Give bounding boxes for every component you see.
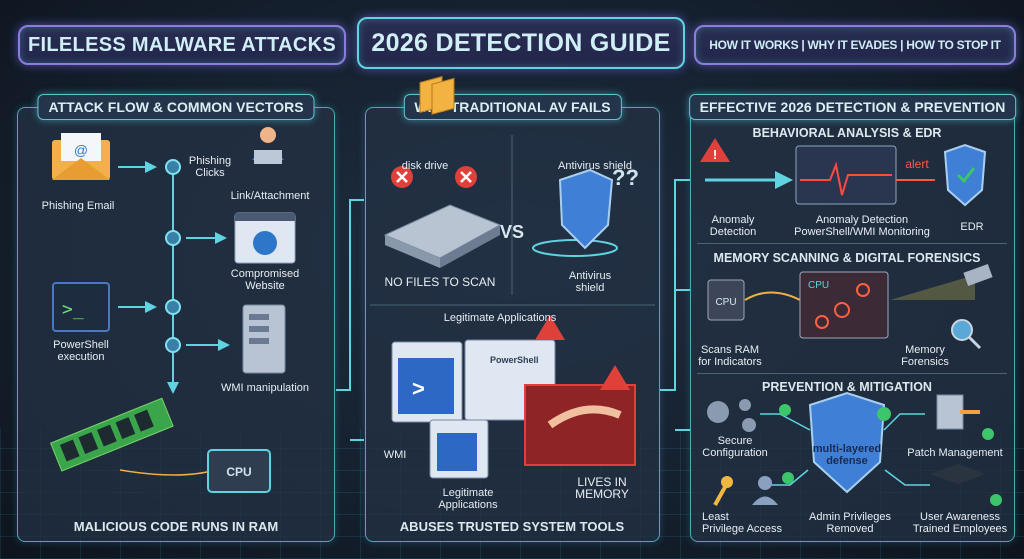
monitoring-label: Anomaly Detection PowerShell/WMI Monitor… <box>794 214 930 238</box>
antivirus-shield-bottom-label: Antivirus shield <box>568 270 612 294</box>
user-lock-icon <box>752 476 778 505</box>
key-icon <box>713 476 733 506</box>
browser-globe-icon <box>234 212 296 264</box>
link-attachment-label: Link/Attachment <box>230 190 310 202</box>
av-fails-caption: ABUSES TRUSTED SYSTEM TOOLS <box>399 519 625 534</box>
powershell-window-icon: > <box>391 341 463 423</box>
infected-screen-icon <box>799 271 889 339</box>
cpu-chip-icon <box>207 449 271 493</box>
magnifier-icon <box>951 319 982 350</box>
defense-shield-icon <box>808 391 886 494</box>
powershell-execution-label: PowerShell execution <box>53 339 109 363</box>
attack-flow-title: ATTACK FLOW & COMMON VECTORS <box>37 94 315 120</box>
detection-title: EFFECTIVE 2026 DETECTION & PREVENTION <box>688 94 1017 120</box>
least-privilege-label: Least Privilege Access <box>701 511 783 535</box>
scans-ram-label: Scans RAM for Indicators <box>698 344 762 368</box>
cpu-left-label: CPU <box>715 297 736 308</box>
svg-text:??: ?? <box>612 165 639 190</box>
phishing-email-label: Phishing Email <box>41 200 115 212</box>
graduation-cap-icon <box>930 464 986 484</box>
secure-config-label: Secure Configuration <box>702 435 768 459</box>
check-badge-icon <box>779 404 1002 506</box>
svg-text:@: @ <box>74 142 88 158</box>
no-files-label: NO FILES TO SCAN <box>384 275 496 289</box>
gears-lock-icon <box>707 399 756 432</box>
cpu-label: CPU <box>226 465 251 479</box>
attack-flow-diagram: @ >_ CPU <box>49 127 296 493</box>
legit-apps-top-label: Legitimate Applications <box>443 312 557 324</box>
confused-shield-icon: ?? <box>532 165 639 257</box>
wmi-label: WMI <box>383 449 407 461</box>
attack-flow-caption: MALICIOUS CODE RUNS IN RAM <box>73 519 279 534</box>
av-fails-diagram: ?? > PowerShell <box>370 75 655 479</box>
antivirus-shield-top-label: Antivirus shield <box>558 160 632 172</box>
flashlight-icon <box>890 263 993 300</box>
timeline-nodes <box>165 159 181 353</box>
x-mark-icon <box>391 166 477 188</box>
disk-drive-icon <box>383 75 502 268</box>
server-icon <box>242 304 286 374</box>
cpu-screen-label: CPU <box>808 280 829 291</box>
memory-hand-window-icon <box>524 384 636 466</box>
monitor-window-icon <box>795 145 897 205</box>
lives-in-memory-label: LIVES IN MEMORY <box>575 475 629 501</box>
memory-forensics-label: Memory Forensics <box>901 344 949 368</box>
alert-label: alert <box>905 157 929 171</box>
banner-tagline: HOW IT WORKS | WHY IT EVADES | HOW TO ST… <box>694 25 1016 65</box>
warning-icon: ! <box>700 138 730 162</box>
banner-title: FILELESS MALWARE ATTACKS <box>18 25 346 65</box>
vs-label: VS <box>500 222 525 242</box>
patch-management-label: Patch Management <box>907 447 1003 459</box>
terminal-icon: >_ <box>52 282 110 332</box>
svg-text:!: ! <box>713 147 717 162</box>
legit-apps-bottom-label: Legitimate Applications <box>438 487 498 511</box>
envelope-icon: @ <box>52 133 110 180</box>
user-laptop-icon <box>252 127 284 164</box>
wmi-window-icon <box>429 419 489 479</box>
ram-stick-icon <box>49 397 174 472</box>
server-icon <box>936 394 980 430</box>
prevention-title: PREVENTION & MITIGATION <box>762 380 932 394</box>
disk-drive-label: disk drive <box>401 160 449 172</box>
section-divider <box>697 373 1007 374</box>
wmi-manipulation-label: WMI manipulation <box>220 382 310 394</box>
user-awareness-label: User Awareness Trained Employees <box>912 511 1008 535</box>
svg-text:>_: >_ <box>62 299 84 320</box>
banner-subtitle: 2026 DETECTION GUIDE <box>357 17 685 69</box>
behavioral-title: BEHAVIORAL ANALYSIS & EDR <box>752 126 942 140</box>
warning-icon <box>535 315 630 390</box>
admin-privileges-label: Admin Privileges Removed <box>809 511 891 535</box>
cpu-chip-icon <box>707 279 745 321</box>
anomaly-detection-label: Anomaly Detection <box>709 214 757 238</box>
memory-title: MEMORY SCANNING & DIGITAL FORENSICS <box>713 251 981 265</box>
compromised-website-label: Compromised Website <box>230 268 300 292</box>
svg-text:>: > <box>412 376 425 401</box>
section-divider <box>697 243 1007 244</box>
edr-label: EDR <box>960 221 984 233</box>
powershell-label: PowerShell <box>490 355 539 365</box>
edr-shield-icon <box>943 143 987 207</box>
phishing-clicks-label: Phishing Clicks <box>188 155 232 179</box>
defense-label: multi-layered defense <box>812 443 882 467</box>
